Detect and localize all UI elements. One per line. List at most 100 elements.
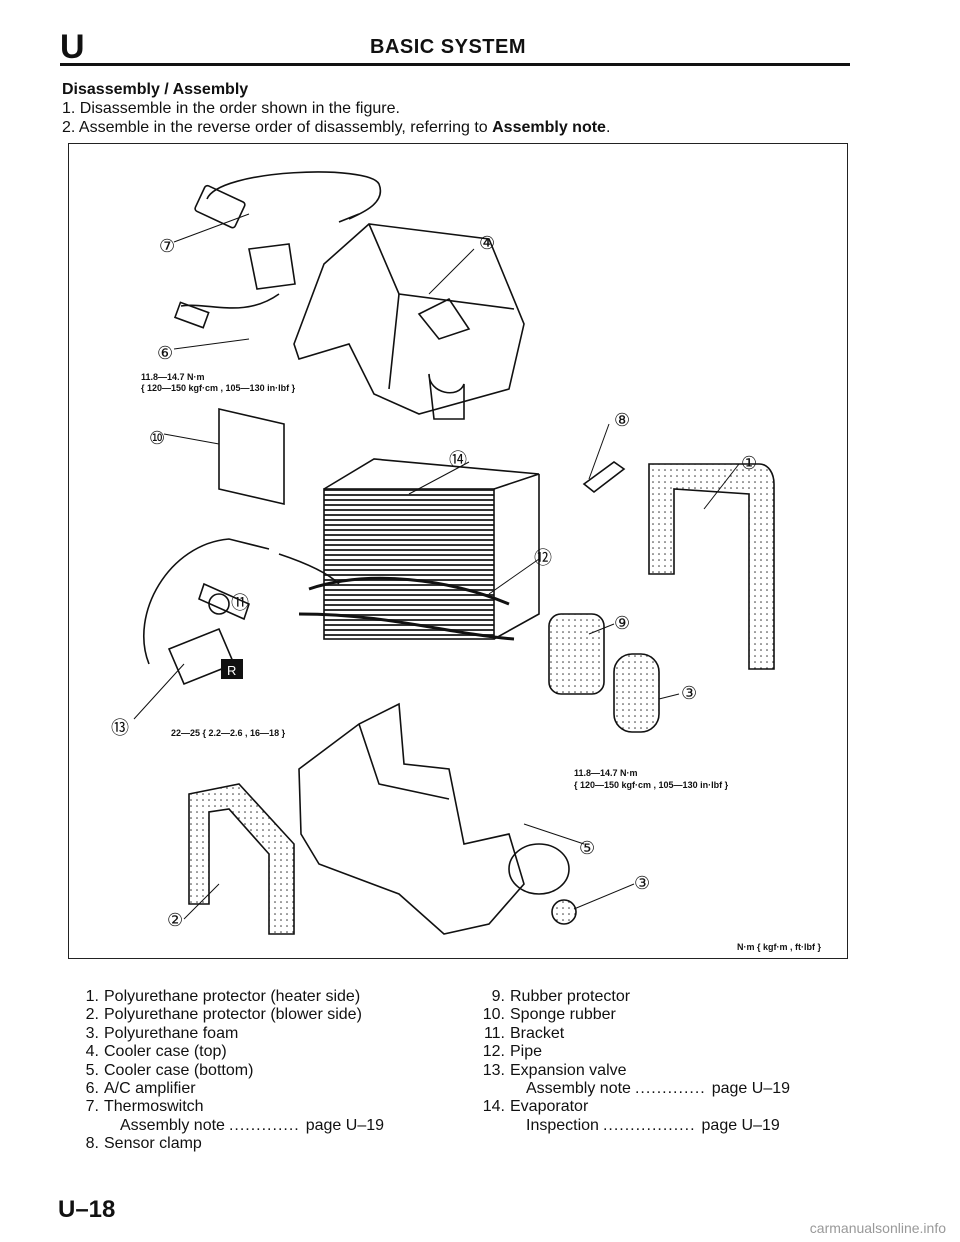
exploded-view-diagram: ⑦ ④ ⑥ ⑩ ⑧ ① ⑭ ⑫ ⑨ ⑪ ③ ⑬ ⑤ ③ ② R 11.8—14.… — [111, 171, 821, 952]
torque-spec-1b: { 120—150 kgf·cm , 105—130 in·lbf } — [141, 383, 296, 393]
legend-num: 6. — [85, 1080, 99, 1098]
callout-14: ⑭ — [449, 450, 467, 471]
legend-item: 11. Bracket — [480, 1025, 880, 1043]
legend-num: 5. — [85, 1061, 99, 1079]
legend-text: Polyurethane protector (heater side) — [104, 988, 361, 1005]
legend-text: Rubber protector — [510, 988, 631, 1005]
callout-11: ⑪ — [231, 593, 249, 614]
callout-7: ⑦ — [159, 236, 175, 257]
legend-num: 1. — [85, 988, 99, 1005]
callout-1: ① — [741, 453, 757, 474]
legend-item: 2. Polyurethane protector (blower side) — [74, 1006, 474, 1024]
cooler-case-bottom — [298, 702, 525, 935]
evaporator — [323, 488, 495, 640]
assembly-note-ref: Assembly note — [492, 119, 606, 136]
legend-num: 9. — [491, 988, 505, 1005]
step-2: 2. Assemble in the reverse order of disa… — [62, 118, 842, 137]
intro: Disassembly / Assembly 1. Disassemble in… — [62, 80, 842, 137]
leader-dots: ............. — [228, 1116, 300, 1134]
leader-dots: ................. — [602, 1116, 696, 1134]
step-2-text: 2. Assemble in the reverse order of disa… — [62, 119, 493, 136]
legend-num: 10. — [482, 1006, 505, 1024]
page-number: U–18 — [58, 1196, 116, 1223]
legend-subtext: Assembly note — [120, 1116, 225, 1134]
legend-text: Polyurethane protector (blower side) — [104, 1006, 362, 1024]
legend-num: 4. — [85, 1043, 99, 1061]
blower-port — [508, 843, 570, 895]
legend-text: A/C amplifier — [104, 1080, 196, 1098]
thermoswitch-wire — [206, 171, 382, 220]
header-rule — [60, 63, 850, 66]
legend-text: Sensor clamp — [104, 1135, 202, 1153]
step-1: 1. Disassemble in the order shown in the… — [62, 100, 400, 117]
polyurethane-protector-heater — [648, 463, 775, 670]
legend-num: 2. — [85, 1006, 99, 1024]
legend-item: 4.Cooler case (top) — [74, 1043, 474, 1061]
section-title: BASIC SYSTEM — [370, 36, 527, 58]
legend-text: Thermoswitch — [104, 1098, 204, 1116]
legend-subtext: Inspection — [526, 1116, 599, 1134]
torque-spec-1a: 11.8—14.7 N·m — [141, 372, 205, 382]
callout-8: ⑧ — [614, 410, 630, 431]
legend-item: 1. Polyurethane protector (heater side) — [74, 988, 474, 1006]
legend-text: Pipe — [510, 1043, 543, 1061]
legend-item: 3. Polyurethane foam — [74, 1025, 474, 1043]
polyurethane-protector-blower — [188, 783, 295, 935]
callout-5: ⑤ — [579, 838, 595, 859]
legend-num: 11. — [483, 1024, 505, 1042]
torque-spec-3b: { 120—150 kgf·cm , 105—130 in·lbf } — [574, 780, 729, 790]
sponge-rubber — [218, 407, 285, 506]
cooler-case-top — [293, 223, 525, 415]
ac-amplifier — [173, 301, 210, 329]
torque-spec-3a: 11.8—14.7 N·m — [574, 768, 638, 778]
page-header: U BASIC SYSTEM — [60, 28, 850, 66]
step-2-suffix: . — [605, 119, 611, 136]
legend-num: 3. — [85, 1024, 99, 1042]
legend-num: 7. — [85, 1098, 99, 1116]
legend-text: Sponge rubber — [510, 1006, 616, 1024]
thermoswitch-connector — [194, 184, 246, 229]
ac-amplifier-connector — [248, 243, 296, 290]
legend-text: Cooler case (bottom) — [104, 1061, 254, 1079]
section-heading: Disassembly / Assembly — [62, 81, 249, 98]
legend-item: 14. Evaporator — [480, 1098, 880, 1116]
callout-6: ⑥ — [157, 343, 173, 364]
pipe — [308, 576, 510, 606]
parts-legend-right: 9. Rubber protector 10. Sponge rubber 11. B… — [480, 988, 880, 1135]
legend-item: 7. Thermoswitch — [74, 1098, 474, 1116]
page-ref: page U–19 — [701, 1116, 780, 1134]
callout-4: ④ — [479, 233, 495, 254]
bracket — [198, 582, 250, 621]
legend-text: Evaporator — [510, 1098, 589, 1116]
units-note: N·m { kgf·m , ft·lbf } — [737, 942, 821, 952]
legend-item: 5. Cooler case (bottom) — [74, 1062, 474, 1080]
callout-9: ⑨ — [614, 613, 630, 634]
legend-item: 13.Expansion valve — [480, 1062, 880, 1080]
callout-12: ⑫ — [534, 548, 552, 569]
legend-subitem: Assembly note............. page U–19 — [74, 1117, 474, 1135]
exploded-view-figure: ⑦ ④ ⑥ ⑩ ⑧ ① ⑭ ⑫ ⑨ ⑪ ③ ⑬ ⑤ ③ ② R 11.8—14.… — [68, 143, 848, 959]
r-badge: R — [227, 663, 236, 678]
rubber-protector — [548, 613, 605, 695]
legend-subtext: Assembly note — [526, 1080, 631, 1098]
legend-num: 8. — [85, 1135, 99, 1153]
torque-spec-2: 22—25 { 2.2—2.6 , 16—18 } — [171, 728, 286, 738]
page-ref: page U–19 — [305, 1116, 385, 1134]
legend-item: 8. Sensor clamp — [74, 1135, 474, 1153]
legend-item: 6. A/C amplifier — [74, 1080, 474, 1098]
callout-2: ② — [167, 910, 183, 931]
section-letter: U — [60, 28, 85, 66]
legend-num: 14. — [482, 1098, 505, 1116]
legend-num: 12. — [482, 1043, 505, 1061]
callout-13: ⑬ — [111, 718, 129, 739]
legend-item: 9. Rubber protector — [480, 988, 880, 1006]
sensor-clamp — [582, 461, 626, 494]
polyurethane-foam-lower — [551, 899, 577, 925]
legend-subitem: Assembly note.............page U–19 — [480, 1080, 880, 1098]
legend-text: Polyurethane foam — [104, 1024, 239, 1042]
watermark: carmanualsonline.info — [809, 1220, 946, 1236]
legend-text: Bracket — [510, 1024, 565, 1042]
callout-3-upper: ③ — [681, 683, 697, 704]
r-badge-box — [221, 659, 243, 679]
legend-subitem: Inspection................. page U–19 — [480, 1117, 880, 1135]
